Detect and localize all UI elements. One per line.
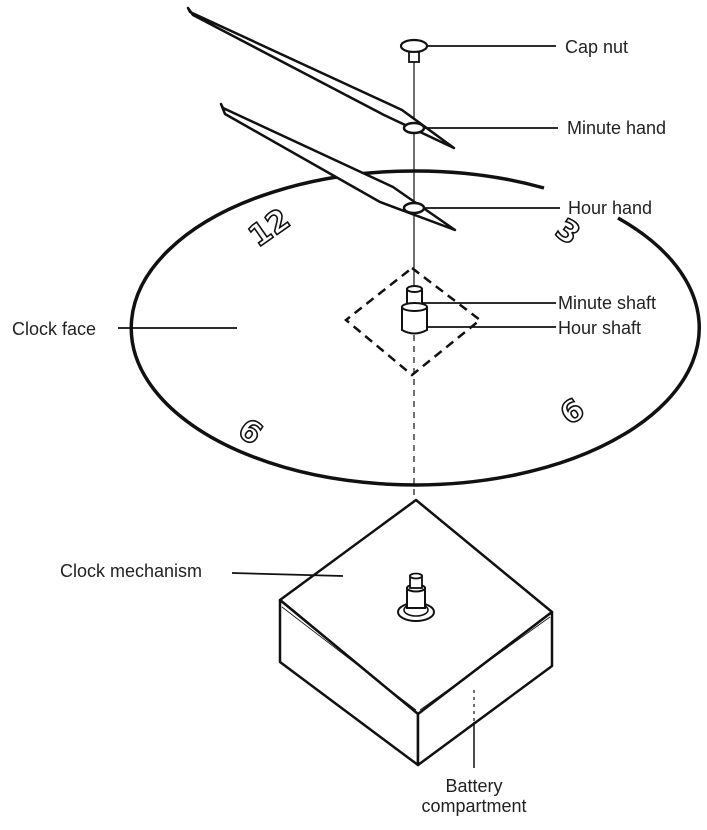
- dial-number-6: 6: [554, 392, 591, 433]
- battery-compartment-label-line1: Battery: [445, 776, 502, 796]
- hour-hand-hole: [402, 201, 426, 215]
- clock-mechanism: [278, 498, 554, 768]
- hour-hand-shape: [219, 102, 457, 232]
- cap-nut: [399, 38, 429, 63]
- cap-nut-top: [399, 38, 429, 54]
- cap-nut-label: Cap nut: [565, 37, 628, 57]
- cap-nut-thread: [408, 51, 420, 63]
- clock-face-outline: [129, 169, 701, 487]
- clock-face: [129, 169, 701, 487]
- hour-hand-label: Hour hand: [568, 198, 652, 218]
- labels: Cap nut Minute hand Hour hand Minute sha…: [12, 37, 666, 816]
- clock-mechanism-leader: [231, 572, 344, 577]
- minute-hand-label: Minute hand: [567, 118, 666, 138]
- leader-lines: [118, 45, 560, 577]
- clock-mechanism-label: Clock mechanism: [60, 561, 202, 581]
- hour-shaft: [401, 307, 428, 335]
- minute-hand-shape: [186, 6, 456, 150]
- shaft-opening-outline: [344, 266, 483, 377]
- shaft-assembly: [401, 285, 428, 335]
- hour-shaft-label: Hour shaft: [558, 318, 641, 338]
- minute-shaft-label: Minute shaft: [558, 293, 656, 313]
- dial-number-9: 9: [233, 409, 270, 450]
- clock-face-label: Clock face: [12, 319, 96, 339]
- minute-hand-hole: [402, 121, 426, 135]
- mechanism-right-face: [416, 610, 554, 767]
- minute-hand: [186, 6, 456, 150]
- battery-compartment-label-line2: compartment: [421, 796, 526, 816]
- dial-number-12: 12: [242, 202, 296, 255]
